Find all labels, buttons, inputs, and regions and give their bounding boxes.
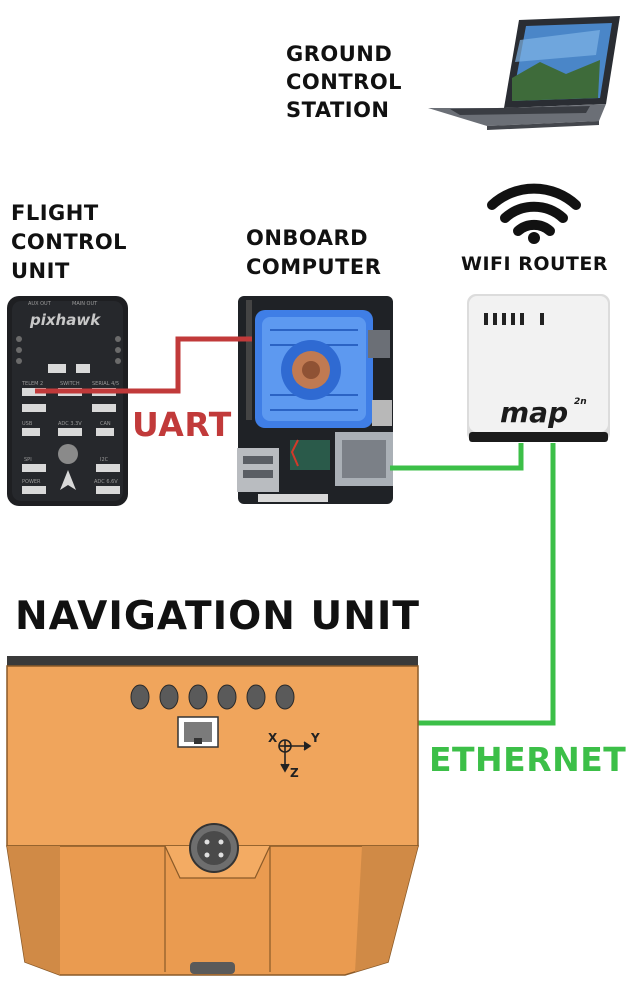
ethernet-connection-label: ETHERNET: [429, 740, 627, 779]
svg-text:MAIN OUT: MAIN OUT: [72, 301, 98, 307]
single-board-computer-icon: [237, 296, 393, 504]
pixhawk-brand-text: pixhawk: [29, 311, 101, 329]
navigation-unit-title: NAVIGATION UNIT: [15, 594, 420, 639]
axis-x-label: X: [268, 731, 278, 745]
svg-text:SWITCH: SWITCH: [60, 381, 80, 387]
svg-text:USB: USB: [22, 421, 33, 427]
wifi-router-label: WIFI ROUTER: [461, 253, 608, 275]
onboard-computer-label: ONBOARD COMPUTER: [246, 226, 382, 279]
flight-control-unit-label: FLIGHT CONTROL UNIT: [11, 201, 128, 283]
svg-text:SPI: SPI: [24, 457, 32, 463]
router-brand-sup: 2n: [574, 397, 587, 407]
svg-text:TELEM 2: TELEM 2: [21, 381, 43, 387]
svg-text:ADC 3.3V: ADC 3.3V: [58, 421, 82, 427]
uart-link-line: [35, 336, 252, 394]
laptop-icon: [428, 16, 620, 130]
pixhawk-board-icon: pixhawk AUX OUT MAIN OUT TELEM 2 SWITCH …: [7, 296, 128, 506]
wifi-icon: [487, 183, 581, 244]
ethernet-link-computer-router: [390, 443, 524, 471]
svg-text:ADC 6.6V: ADC 6.6V: [94, 479, 118, 485]
ground-control-station-label: GROUND CONTROL STATION: [286, 42, 403, 122]
svg-text:AUX OUT: AUX OUT: [28, 301, 52, 307]
axis-y-label: Y: [310, 731, 320, 745]
axes-indicator-icon: [278, 739, 312, 773]
navigation-unit-housing-icon: [6, 656, 419, 976]
svg-text:POWER: POWER: [22, 479, 41, 485]
svg-text:SERIAL 4/5: SERIAL 4/5: [92, 381, 119, 387]
svg-text:I2C: I2C: [100, 457, 109, 463]
router-device-icon: map 2n: [467, 294, 610, 442]
uart-connection-label: UART: [132, 405, 232, 444]
svg-text:CAN: CAN: [100, 421, 111, 427]
axis-z-label: Z: [290, 766, 299, 780]
router-brand-text: map: [500, 396, 568, 429]
